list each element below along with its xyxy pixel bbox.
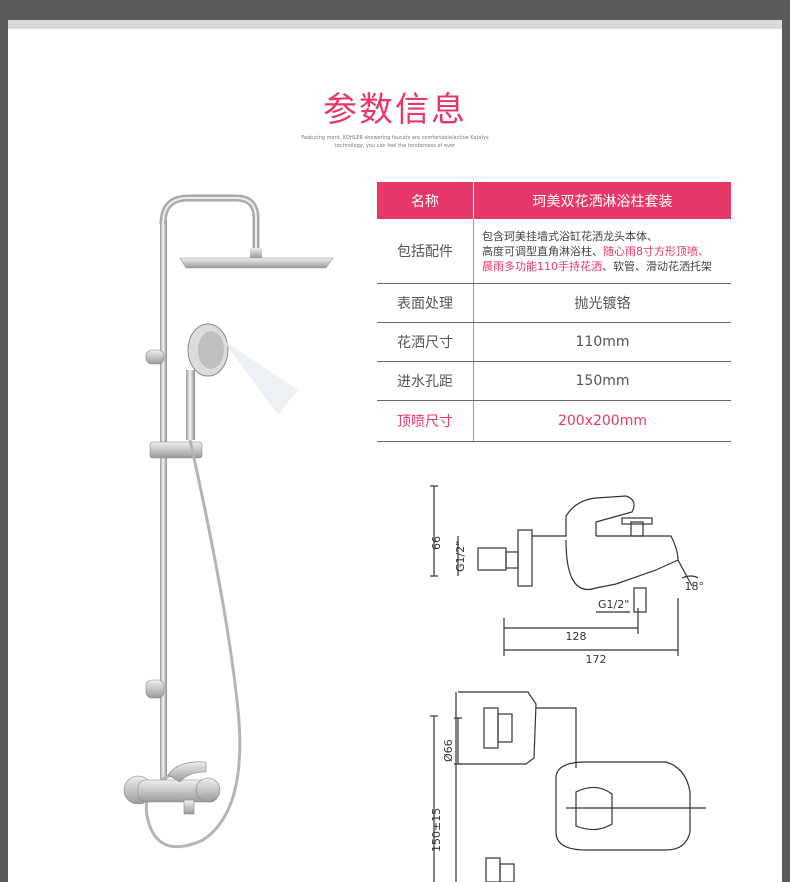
spec-label: 包括配件 [377, 219, 474, 284]
spec-row: 表面处理 抛光镀铬 [377, 283, 731, 323]
parts-line3b: 、软管、滑动花洒托架 [602, 259, 712, 273]
spec-value: 150mm [473, 361, 731, 401]
dim-128: 128 [566, 630, 587, 643]
parts-line2a: 高度可调型直角淋浴柱、 [482, 244, 603, 258]
section-subtitle-line1: Featuring ment, KOHLER showering faucets… [301, 135, 489, 141]
dim-18-degree: 18° [685, 580, 705, 593]
spec-parts-description: 包含珂美挂墙式浴缸花洒龙头本体、 高度可调型直角淋浴柱、随心雨8寸方形顶喷、 晨… [473, 219, 731, 284]
spec-row: 进水孔距 150mm [377, 361, 731, 401]
dim-66: 66 [430, 536, 443, 550]
spec-label: 顶喷尺寸 [377, 400, 474, 442]
shower-column-image [123, 194, 334, 849]
dim-g12-horizontal: G1/2" [598, 598, 629, 611]
dim-172: 172 [586, 653, 607, 666]
spec-label: 花洒尺寸 [377, 322, 474, 362]
spec-value: 110mm [473, 322, 731, 362]
parts-line1: 包含珂美挂墙式浴缸花洒龙头本体、 [482, 229, 658, 243]
spec-label: 进水孔距 [377, 361, 474, 401]
dim-diameter-66: Ø66 [442, 739, 455, 762]
faucet-front-drawing: Ø66 150±15 [430, 691, 706, 882]
spec-table: 名称 珂美双花洒淋浴柱套装 包括配件 包含珂美挂墙式浴缸花洒龙头本体、 高度可调… [377, 182, 731, 442]
spec-row: 花洒尺寸 110mm [377, 322, 731, 362]
spec-row-parts: 包括配件 包含珂美挂墙式浴缸花洒龙头本体、 高度可调型直角淋浴柱、随心雨8寸方形… [377, 219, 731, 284]
spec-row-highlight: 顶喷尺寸 200x200mm [377, 400, 731, 442]
spec-header-row: 名称 珂美双花洒淋浴柱套装 [377, 182, 731, 219]
spec-value: 200x200mm [473, 400, 731, 442]
section-title: 参数信息 [323, 90, 467, 130]
top-divider [8, 20, 782, 29]
spec-label: 表面处理 [377, 283, 474, 323]
col-value-header: 珂美双花洒淋浴柱套装 [473, 182, 731, 219]
section-subtitle-line2: technology, you can feel the tenderness … [334, 143, 456, 149]
dim-150: 150±15 [430, 808, 443, 852]
parts-line2b: 随心雨8寸方形顶喷、 [603, 244, 709, 258]
dim-g12-vertical: G1/2" [454, 541, 467, 572]
col-name-header: 名称 [377, 182, 474, 219]
faucet-side-drawing: 66 G1/2" G1/2" 18° 128 172 [430, 485, 705, 666]
product-detail-page: 参数信息 Featuring ment, KOHLER showering fa… [8, 20, 782, 882]
spec-value: 抛光镀铬 [473, 283, 731, 323]
parts-line3a: 晨雨多功能110手持花洒 [482, 259, 602, 273]
